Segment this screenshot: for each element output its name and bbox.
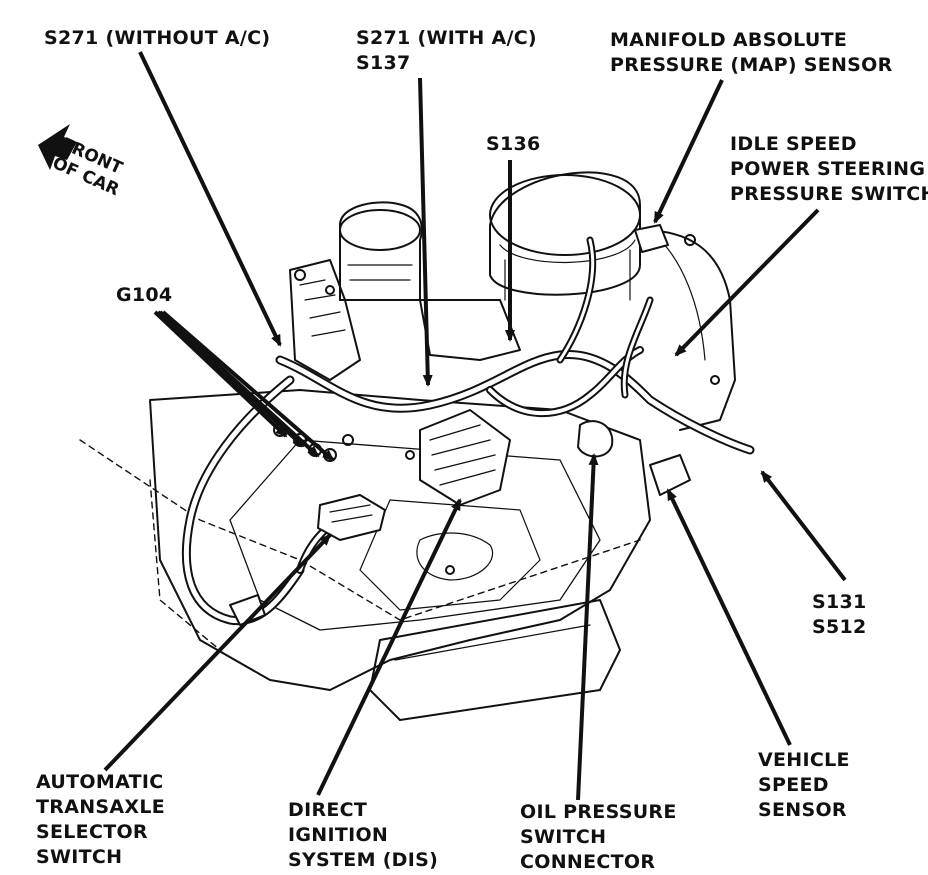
left-air-cleaner — [339, 201, 423, 301]
map-sensor — [634, 224, 669, 253]
label-s136: S136 — [486, 133, 541, 155]
label-idle-speed-switch: IDLE SPEED POWER STEERING PRESSURE SWITC… — [730, 133, 928, 205]
label-s271-with-ac: S271 (WITH A/C) S137 — [356, 27, 537, 74]
arrow-g104-d — [161, 310, 335, 462]
arrow-vss — [666, 488, 792, 746]
arrow-s271-with-ac — [418, 77, 433, 387]
leader-arrows — [103, 51, 847, 801]
engine-illustration — [79, 171, 755, 721]
engine-block — [149, 389, 651, 691]
right-air-cleaner — [489, 171, 641, 296]
label-oil-pressure: OIL PRESSURE SWITCH CONNECTOR — [520, 801, 677, 873]
label-g104: G104 — [116, 284, 173, 306]
arrow-s271-without-ac — [138, 51, 282, 347]
label-s271-without-ac: S271 (WITHOUT A/C) — [44, 27, 271, 49]
label-selector-switch: AUTOMATIC TRANSAXLE SELECTOR SWITCH — [36, 771, 166, 868]
arrow-g104-c — [158, 310, 320, 458]
arrow-dis — [316, 498, 462, 796]
label-vehicle-speed-sensor: VEHICLE SPEED SENSOR — [758, 749, 850, 821]
arrow-g104-a — [153, 310, 288, 438]
oil-pressure-connector — [577, 420, 614, 458]
arrow-idle-speed — [674, 208, 820, 357]
arrow-oil-pressure — [576, 453, 599, 801]
dis-module — [419, 409, 511, 506]
selector-switch — [317, 494, 386, 541]
label-s131-s512: S131 S512 — [812, 591, 867, 638]
transaxle-outline — [79, 439, 641, 621]
front-arrow-icon — [38, 124, 77, 170]
label-dis: DIRECT IGNITION SYSTEM (DIS) — [288, 799, 439, 871]
arrow-s131 — [760, 470, 847, 582]
label-map-sensor: MANIFOLD ABSOLUTE PRESSURE (MAP) SENSOR — [610, 29, 893, 76]
arrow-selector — [103, 533, 332, 772]
vss-body — [649, 454, 691, 496]
arrow-map-sensor — [653, 79, 724, 224]
intake-manifold — [289, 259, 361, 381]
